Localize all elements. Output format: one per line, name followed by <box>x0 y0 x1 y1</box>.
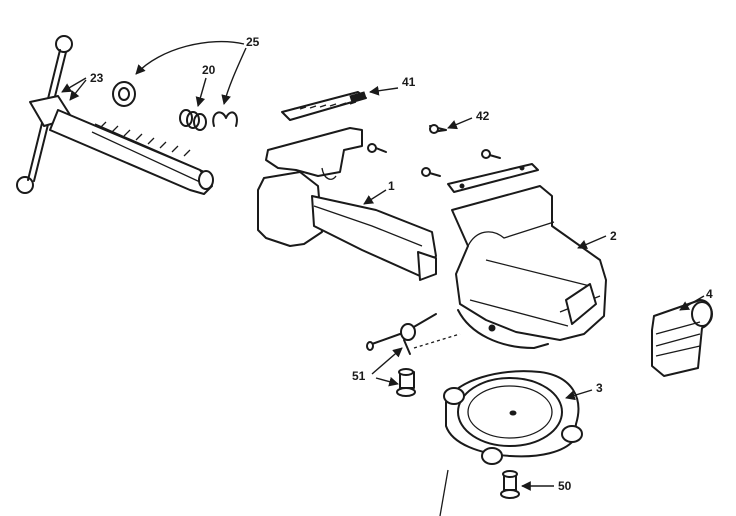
callout-51: 51 <box>352 369 366 383</box>
part-51-lock-handle <box>366 313 461 355</box>
part-25-washer <box>112 81 136 107</box>
callout-41: 41 <box>402 75 416 89</box>
part-3-swivel-base <box>443 370 583 465</box>
callout-2: 2 <box>610 229 617 243</box>
part-51-bolt <box>396 368 416 397</box>
callout-42: 42 <box>476 109 490 123</box>
callout-labels: 23 25 20 41 42 1 2 4 51 3 50 <box>90 35 713 493</box>
callout-3: 3 <box>596 381 603 395</box>
callout-50: 50 <box>558 479 572 493</box>
callout-25: 25 <box>246 35 260 49</box>
part-25-retaining-ring <box>212 111 238 127</box>
part-42-screws <box>367 124 501 177</box>
callout-4: 4 <box>706 287 713 301</box>
leader-lines <box>61 40 705 516</box>
callout-1: 1 <box>388 179 395 193</box>
callout-20: 20 <box>202 63 216 77</box>
part-20-spring <box>179 109 207 131</box>
part-23-handle-screw <box>16 35 214 195</box>
part-4-pipe-jaw <box>651 299 713 377</box>
callout-23: 23 <box>90 71 104 85</box>
part-2-body <box>451 185 607 349</box>
part-50-bolt <box>500 470 520 499</box>
part-jaw-insert-rear <box>447 163 539 193</box>
part-1-front-jaw <box>257 127 437 281</box>
part-41-jaw-insert <box>281 91 367 121</box>
